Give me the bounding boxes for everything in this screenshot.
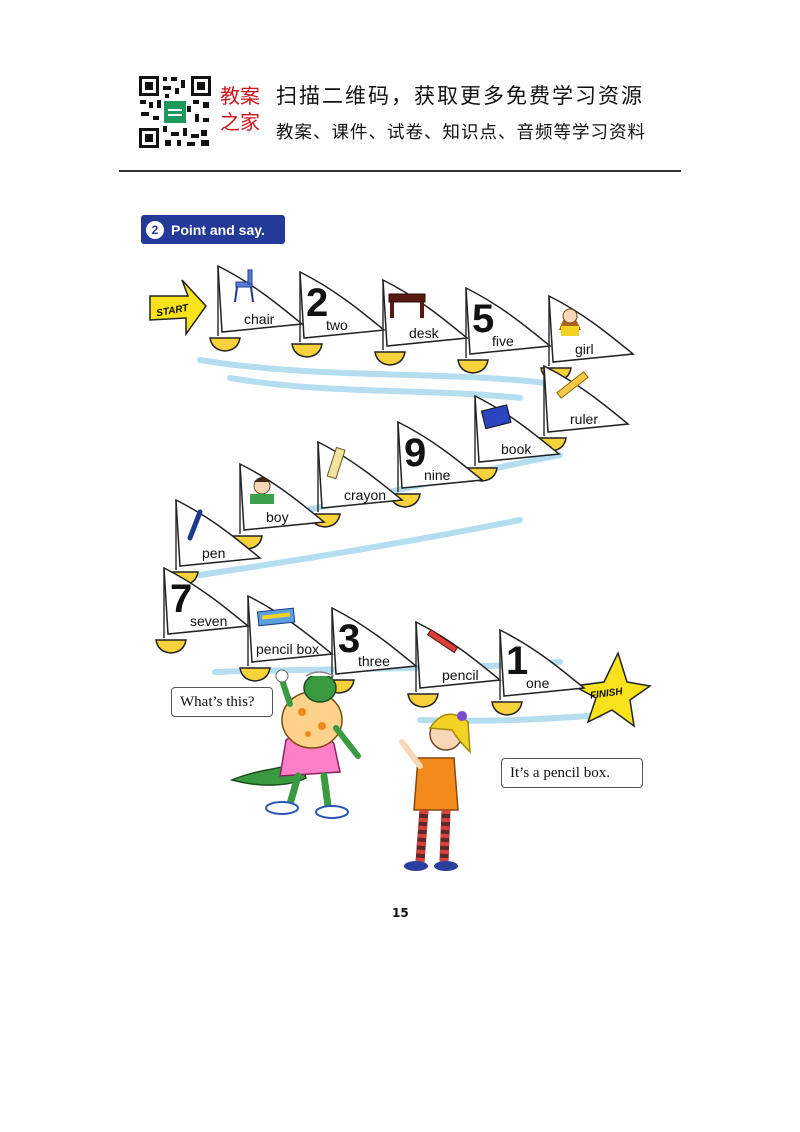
boat-word: ruler: [570, 411, 598, 427]
boat-word: one: [526, 675, 550, 691]
brand-line-1: 教案: [220, 84, 260, 108]
boat-girl: girl: [540, 294, 635, 382]
boat-numeral: 9: [404, 431, 426, 475]
boat-hull: [491, 701, 523, 716]
boat-pencil-box: pencil box: [239, 594, 334, 682]
boat-hull: [239, 667, 271, 682]
finish-label: FINISH: [589, 686, 624, 702]
girl-icon: [559, 308, 581, 336]
boat-word: seven: [190, 613, 227, 629]
dino-cap: [305, 671, 335, 677]
chair-icon: [234, 269, 254, 303]
pen-icon: [187, 509, 203, 541]
boat-hull: [291, 343, 323, 358]
boat-word: five: [492, 333, 514, 349]
boat-hull: [155, 639, 187, 654]
page-number: 15: [392, 906, 409, 920]
boat-word: book: [501, 441, 532, 457]
finish-star: FINISH: [571, 650, 652, 728]
section-number: 2: [146, 220, 164, 239]
boy-icon: [250, 477, 274, 504]
boat-hull: [407, 693, 439, 708]
boat-word: desk: [409, 325, 440, 341]
girl-character: [399, 711, 471, 871]
header-divider: [119, 170, 681, 172]
header-subtitle: 教案、课件、试卷、知识点、音频等学习资料: [276, 123, 646, 143]
boat-sail: [465, 286, 552, 355]
boat-ruler: ruler: [535, 364, 630, 452]
boat-sail: [499, 628, 586, 697]
qr-code: [137, 74, 213, 150]
section-title: Point and say.: [171, 221, 265, 238]
boat-sail: [299, 270, 386, 339]
boat-crayon: crayon: [309, 440, 404, 528]
boat-boy: boy: [231, 462, 326, 550]
boat-word: two: [326, 317, 348, 333]
boat-word: pencil box: [256, 641, 319, 657]
boat-word: boy: [266, 509, 289, 525]
boat-word: three: [358, 653, 390, 669]
boat-word: pen: [202, 545, 225, 561]
start-arrow: START: [149, 279, 207, 337]
question-bubble: What’s this?: [171, 687, 273, 717]
boat-numeral: 3: [338, 617, 360, 661]
boat-hull: [209, 337, 241, 352]
ruler-icon: [556, 371, 589, 399]
boat-word: pencil: [442, 667, 479, 683]
girl-hair: [428, 713, 471, 754]
boat-hull: [457, 359, 489, 374]
dino-head: [303, 673, 337, 703]
boat-word: girl: [575, 341, 594, 357]
pencil-icon: [426, 629, 459, 654]
boat-numeral: 7: [170, 577, 192, 621]
boat-chair: chair: [209, 264, 304, 352]
section-badge: 2 Point and say.: [141, 215, 285, 244]
boat-word: crayon: [344, 487, 386, 503]
crayon-icon: [326, 446, 346, 480]
girl-shirt: [413, 757, 459, 811]
boat-numeral: 1: [506, 639, 528, 683]
boat-word: nine: [424, 467, 451, 483]
boat-word: chair: [244, 311, 275, 327]
boat-numeral: 2: [306, 281, 328, 325]
answer-bubble: It’s a pencil box.: [501, 758, 643, 788]
boat-numeral: 5: [472, 297, 494, 341]
dinosaur-character: [229, 669, 361, 819]
qr-center-logo: [164, 101, 186, 123]
boat-book: book: [466, 394, 561, 482]
header-tagline: 扫描二维码，获取更多免费学习资源: [276, 84, 644, 108]
desk-icon: [388, 293, 426, 318]
boat-sail: [543, 364, 630, 433]
brand-line-2: 之家: [220, 110, 260, 134]
qr-code-graphic: [137, 74, 213, 150]
boat-sail: [397, 420, 484, 489]
boat-hull: [374, 351, 406, 366]
pencilbox-icon: [256, 607, 296, 627]
boat-desk: desk: [374, 278, 469, 366]
book-icon: [480, 404, 512, 430]
boat-pen: pen: [167, 498, 262, 586]
